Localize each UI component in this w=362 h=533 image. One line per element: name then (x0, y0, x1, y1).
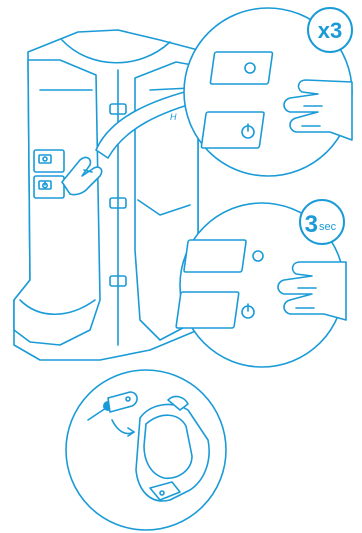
step-remove-cartridge (65, 369, 227, 531)
power-button-icon (241, 303, 255, 319)
key-icon (87, 391, 138, 421)
press-count-text: x3 (318, 18, 342, 43)
step-hold-three-seconds: 3 sec (175, 199, 347, 368)
cartridge-device (135, 395, 210, 502)
step-press-three-times: x3 (183, 7, 353, 177)
vest-logo: H (170, 112, 177, 122)
circle-button-icon (252, 250, 264, 262)
hold-duration-unit: sec (319, 221, 337, 233)
power-button-icon (241, 123, 255, 139)
hand-pressing-icon (283, 79, 353, 141)
vest-buckle (109, 103, 127, 115)
hold-duration-badge: 3 sec (299, 199, 345, 245)
hold-duration-number: 3 (305, 211, 318, 238)
hand-pressing-icon (277, 261, 347, 321)
circle-button-icon (244, 62, 256, 74)
press-count-badge: x3 (307, 7, 353, 53)
vest-buckle (109, 275, 127, 287)
airbag-vest: H (13, 29, 206, 361)
svg-text:sec: sec (319, 221, 337, 233)
vest-control-panel (33, 149, 65, 199)
svg-text:3: 3 (305, 211, 318, 238)
vest-buckle (109, 197, 127, 209)
small-hand-icon (61, 156, 103, 196)
